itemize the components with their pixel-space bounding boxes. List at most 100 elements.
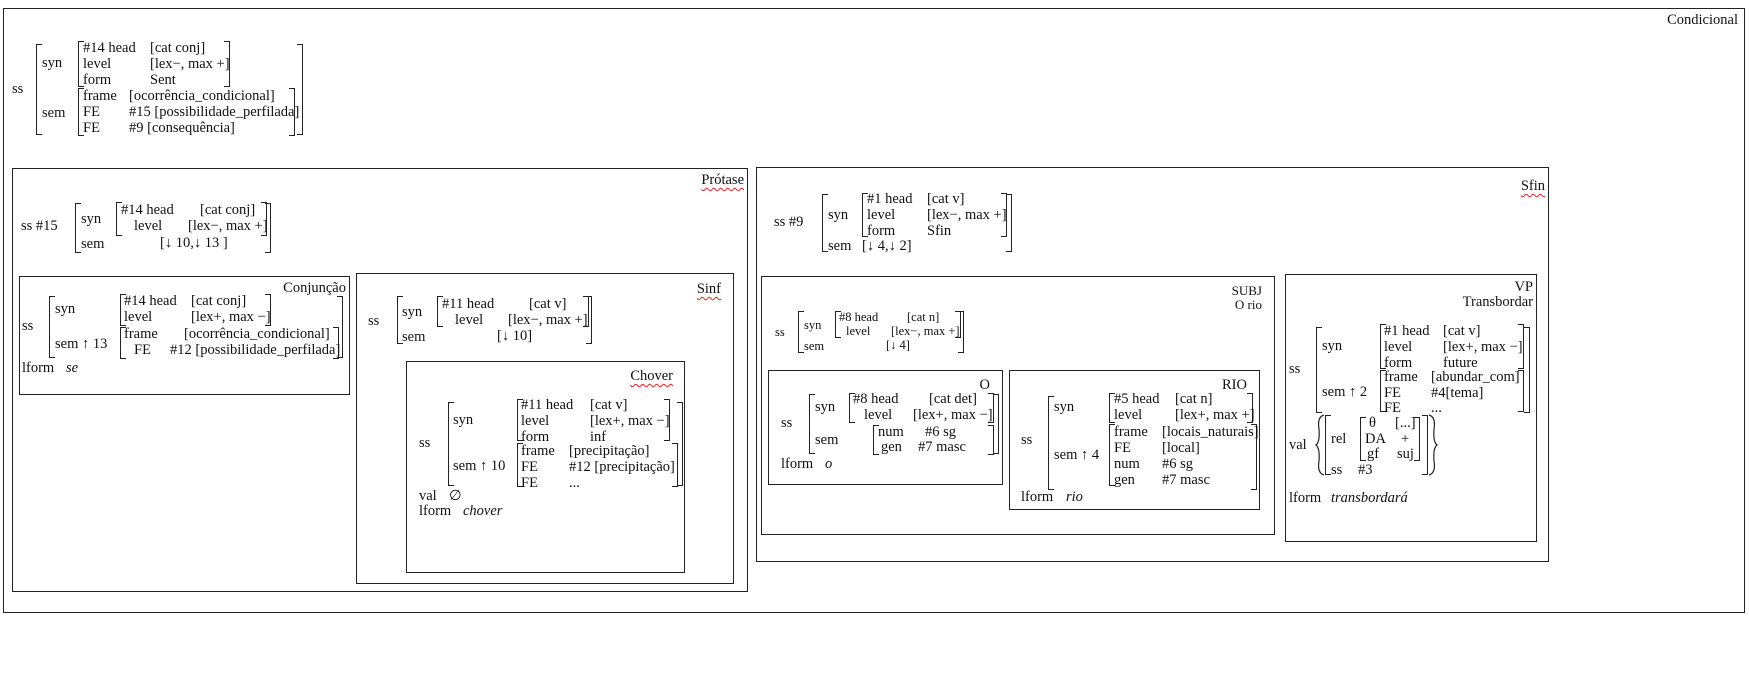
chover-lform-val: chover (463, 503, 503, 519)
sinf-outer-bracket-left (397, 296, 403, 344)
conj-fe-val: #12 [possibilidade_perfilada] (170, 342, 341, 358)
o-gen-key: gen (881, 439, 902, 455)
prot-syn-bracket-right (261, 202, 267, 236)
sfin-syn-bracket-left (862, 193, 868, 237)
prot-head-val: [cat conj] (200, 202, 256, 218)
conj-head-val: [cat conj] (191, 293, 247, 309)
sfin-syn-bracket-right (1001, 193, 1007, 237)
subj-sem-val: [↓ 4] (886, 338, 910, 352)
rio-syn-label: syn (1054, 399, 1075, 415)
o-lform-label: lform (781, 456, 814, 472)
sfin-frame: Sfin (756, 167, 1549, 562)
o-sem-bracket-left (873, 425, 879, 455)
prot-head-key: #14 head (121, 202, 174, 218)
cond-fe2-val: #9 [consequência] (129, 120, 235, 136)
o-sem-bracket-right (988, 425, 994, 455)
cond-fe1-val: #15 [possibilidade_perfilada] (129, 104, 300, 120)
rio-level-key: level (1114, 407, 1143, 423)
conj-level-key: level (124, 309, 153, 325)
vp-val-bracket-left (1325, 415, 1331, 475)
conj-syn-bracket-left (120, 294, 126, 326)
rio-outer-bracket-left (1048, 396, 1054, 490)
cond-sem-bracket-left (78, 88, 84, 136)
o-level-val: [lex+, max −] (913, 407, 993, 423)
sinf-level-val: [lex−, max +] (508, 312, 588, 328)
o-syn-bracket-right (988, 393, 994, 423)
vp-title: VP (1514, 279, 1533, 295)
cond-level-key: level (83, 56, 112, 72)
o-num-val: #6 sg (925, 424, 957, 440)
cond-form-key: form (83, 72, 112, 88)
vp-da-key: DA (1365, 431, 1386, 447)
sfin-level-val: [lex−, max +] (927, 207, 1007, 223)
vp-val-angle-open (1315, 414, 1325, 476)
condicional-frame: Condicional (3, 8, 1745, 613)
prot-level-val: [lex−, max +] (188, 218, 268, 234)
chover-level-key: level (521, 413, 550, 429)
vp-head-key: #1 head (1384, 323, 1430, 339)
sinf-head-val: [cat v] (529, 296, 567, 312)
o-syn-label: syn (815, 399, 836, 415)
vp-outer-bracket-right (1524, 327, 1530, 413)
subj-head-val: [cat n] (907, 310, 940, 324)
prot-outer-bracket-right (265, 203, 271, 253)
cond-head-val: [cat conj] (150, 40, 206, 56)
vp-syn-label: syn (1322, 338, 1343, 354)
vp-syn-bracket-left (1380, 324, 1386, 369)
rio-lform-label: lform (1021, 489, 1054, 505)
vp-form-key: form (1384, 355, 1413, 371)
conj-fe-key: FE (134, 342, 151, 358)
cond-syn-label: syn (42, 55, 63, 71)
vp-level-val: [lex+, max −] (1443, 339, 1523, 355)
chover-frame: Chover (406, 361, 685, 573)
chover-sem-label: sem ↑ 10 (453, 458, 506, 474)
cond-outer-bracket-right (297, 44, 303, 135)
o-outer-bracket-left (809, 394, 815, 454)
chover-title: Chover (630, 368, 673, 384)
vp-val-angle-close (1428, 414, 1438, 476)
vp-fe2-val: ... (1431, 400, 1442, 416)
vp-rel-bracket-right (1414, 417, 1420, 461)
cond-sem-label: sem (42, 105, 66, 121)
rio-head-val: [cat n] (1175, 391, 1213, 407)
o-lform-val: o (825, 456, 833, 472)
subj-title: SUBJ (1231, 283, 1262, 298)
conj-head-key: #14 head (124, 293, 177, 309)
chover-fe1-key: FE (521, 459, 538, 475)
vp-fe1-key: FE (1384, 385, 1401, 401)
subj-subtitle: O rio (1234, 297, 1262, 312)
conj-frame-val: [ocorrência_condicional] (184, 326, 330, 342)
o-head-key: #8 head (853, 391, 899, 407)
sfin-sem-val: [↓ 4,↓ 2] (862, 238, 912, 254)
chover-ss-label: ss (419, 435, 431, 451)
rio-syn-bracket-right (1247, 393, 1253, 423)
chover-head-val: [cat v] (590, 397, 628, 413)
sinf-sem-label: sem (402, 329, 426, 345)
cond-fe2-key: FE (83, 120, 100, 136)
o-head-val: [cat det] (929, 391, 977, 407)
sfin-title: Sfin (1520, 178, 1545, 194)
sfin-outer-bracket-right (1006, 194, 1012, 252)
sfin-level-key: level (867, 207, 896, 223)
subj-head-key: #8 head (839, 310, 879, 324)
sinf-title: Sinf (696, 281, 721, 297)
conjuncao-title: Conjunção (283, 280, 346, 296)
vp-sem-bracket-left (1380, 370, 1386, 412)
subj-level-val: [lex−, max +] (891, 324, 960, 338)
chover-syn-label: syn (453, 412, 474, 428)
o-title: O (979, 377, 990, 393)
chover-frame-val: [precipitação] (569, 443, 650, 459)
conj-lform-label: lform (22, 360, 55, 376)
vp-frame-key: frame (1384, 369, 1418, 385)
vp-fe1-val: #4[tema] (1431, 385, 1484, 401)
prot-syn-label: syn (81, 211, 102, 227)
sfin-head-key: #1 head (867, 191, 913, 207)
sinf-syn-bracket-right (583, 296, 589, 327)
sinf-outer-bracket-right (586, 296, 592, 344)
vp-rel-label: rel (1331, 431, 1347, 447)
sfin-syn-label: syn (828, 207, 849, 223)
conj-ss-label: ss (22, 318, 34, 334)
rio-outer-bracket-right (1251, 424, 1257, 490)
cond-head-key: #14 head (83, 40, 136, 56)
condicional-title: Condicional (1667, 12, 1738, 28)
